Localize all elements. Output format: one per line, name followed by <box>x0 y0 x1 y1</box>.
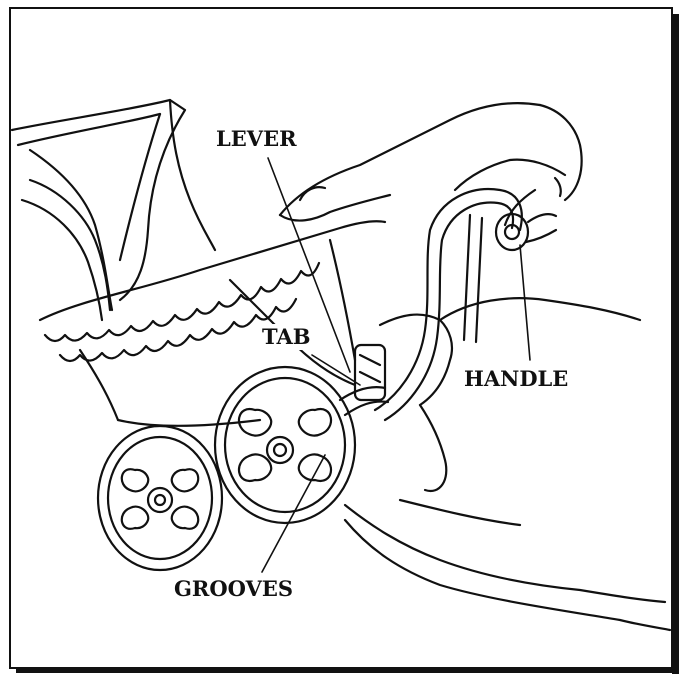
grooves-label: GROOVES <box>174 576 293 601</box>
tab-label: TAB <box>262 324 311 349</box>
frame-border <box>10 8 672 668</box>
frame-shadow-right <box>672 14 679 674</box>
frame-shadow-bottom <box>16 668 679 673</box>
lever-label: LEVER <box>216 126 297 151</box>
handle-label: HANDLE <box>464 366 568 391</box>
